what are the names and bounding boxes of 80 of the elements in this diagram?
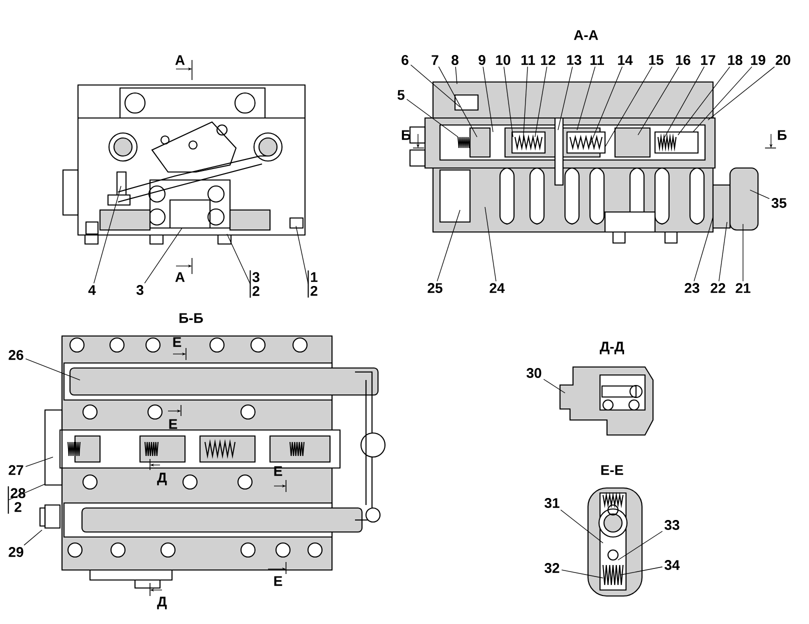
callout-number: 26 xyxy=(6,348,26,362)
leader-line xyxy=(678,66,730,136)
leader-line xyxy=(534,66,548,138)
leader-line xyxy=(455,66,458,84)
leader-line xyxy=(482,66,494,132)
callout-number: 7 xyxy=(430,54,440,66)
callout-number: 8 xyxy=(450,54,460,66)
check-valve-section-drawing xyxy=(559,366,654,436)
callout-number: 11 xyxy=(519,54,537,66)
leader-line xyxy=(522,66,528,144)
leader-line xyxy=(692,66,752,132)
callout-number: 25 xyxy=(426,282,444,294)
leader-line xyxy=(708,66,775,120)
leader-line xyxy=(484,206,496,282)
callout-number: 28 2 xyxy=(8,486,28,514)
valve-section-drawing xyxy=(409,81,759,244)
callout-number: 3 xyxy=(134,284,146,296)
leader-line xyxy=(94,186,122,284)
check-valve-section-drawing xyxy=(587,487,643,597)
section-title: Е-Е xyxy=(599,464,626,476)
callout-number: 17 xyxy=(698,54,718,66)
leader-line xyxy=(25,358,80,380)
callout-number: 27 xyxy=(6,464,26,476)
callout-number: 4 xyxy=(86,284,98,296)
callout-number: 13 xyxy=(564,54,584,66)
leader-line xyxy=(718,222,728,282)
callout-number: 6 xyxy=(400,54,410,66)
callout-number: 31 xyxy=(542,496,562,510)
callout-number: 29 xyxy=(6,546,26,558)
callout-number: 3 2 xyxy=(250,270,262,298)
leader-line xyxy=(558,66,573,130)
leader-line xyxy=(8,484,46,500)
leader-line xyxy=(638,66,680,136)
leader-line xyxy=(406,98,458,138)
callout-number: 5 xyxy=(396,88,406,102)
leader-line xyxy=(410,64,460,108)
callout-number: 22 xyxy=(708,282,728,294)
leader-line xyxy=(742,224,744,282)
callout-number: 20 xyxy=(774,54,792,66)
leader-line xyxy=(618,530,663,560)
leader-line xyxy=(24,530,42,546)
callout-number: 32 xyxy=(542,562,562,574)
valve-section-drawing xyxy=(39,335,386,589)
callout-number: 19 xyxy=(748,54,768,66)
callout-number: 24 xyxy=(488,282,506,294)
leader-line xyxy=(543,378,566,394)
callout-number: 35 xyxy=(770,196,788,210)
leader-line xyxy=(144,228,182,284)
leader-line xyxy=(604,66,652,148)
leader-line xyxy=(694,216,714,282)
leader-line xyxy=(620,566,663,576)
callout-number: 18 xyxy=(726,54,744,66)
callout-number: 23 xyxy=(682,282,702,294)
callout-number: 14 xyxy=(616,54,634,66)
callout-number: 34 xyxy=(662,558,682,572)
leader-line xyxy=(560,510,604,544)
callout-number: 9 xyxy=(476,54,488,66)
leader-line xyxy=(296,226,309,284)
callout-number: 1 2 xyxy=(308,270,320,298)
leader-line xyxy=(438,66,478,138)
callout-number: 11 xyxy=(588,54,606,66)
callout-number: 21 xyxy=(734,282,752,294)
callout-number: 33 xyxy=(662,518,682,532)
section-title: А-А xyxy=(572,28,600,42)
leader-line xyxy=(561,570,604,578)
leader-line xyxy=(662,66,705,140)
leader-line xyxy=(25,456,54,467)
leader-line xyxy=(750,190,770,199)
leader-line xyxy=(504,66,514,138)
callout-number: 30 xyxy=(524,366,544,380)
callout-number: 12 xyxy=(538,54,558,66)
callout-number: 10 xyxy=(494,54,512,66)
callout-number: 15 xyxy=(646,54,666,66)
leader-line xyxy=(436,210,460,282)
leader-line xyxy=(576,66,596,130)
leader-line xyxy=(590,66,623,146)
section-title: Д-Д xyxy=(598,340,626,356)
callout-number: 16 xyxy=(674,54,692,66)
valve-front-view-drawing xyxy=(62,84,306,245)
section-title: Б-Б xyxy=(177,312,205,324)
